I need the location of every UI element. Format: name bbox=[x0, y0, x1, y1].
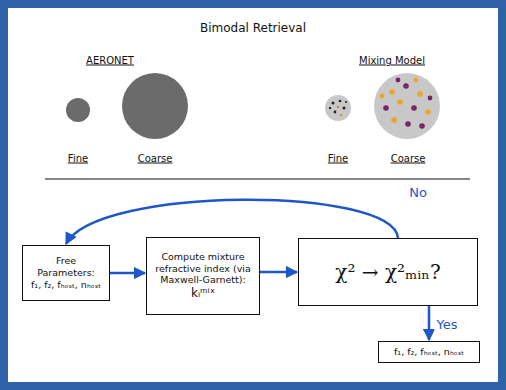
group-heading: Mixing Model bbox=[359, 55, 425, 66]
flow-arrow bbox=[110, 272, 145, 275]
box-text: Compute mixture refractive index (via Ma… bbox=[152, 251, 254, 287]
box-text: kᵢᵐⁱˣ bbox=[191, 286, 215, 301]
result-box: f₁, f₂, fₕₒₛₜ, nₕₒₛₜ bbox=[378, 341, 480, 363]
process-box: Free Parameters:f₁, f₂, fₕₒₛₜ, nₕₒₛₜ bbox=[22, 245, 110, 301]
process-box: Compute mixture refractive index (via Ma… bbox=[146, 237, 260, 315]
separator-line bbox=[45, 178, 470, 179]
flow-arrow bbox=[260, 271, 297, 274]
fine-particle bbox=[66, 98, 90, 122]
diagram-title: Bimodal Retrieval bbox=[200, 21, 306, 35]
group-heading: AERONET bbox=[86, 55, 134, 66]
coarse-mixed-particle bbox=[374, 73, 440, 139]
box-text: f₁, f₂, fₕₒₛₜ, nₕₒₛₜ bbox=[394, 346, 464, 358]
decision-box: χ² → χ²ₘᵢₙ? bbox=[298, 238, 478, 306]
box-text: χ² → χ²ₘᵢₙ? bbox=[335, 260, 440, 285]
coarse-particle bbox=[122, 73, 188, 139]
fine-mixed-particle bbox=[325, 95, 351, 121]
box-text: Free Parameters: bbox=[28, 255, 104, 279]
edge-label: Yes bbox=[435, 316, 460, 331]
particle-label: Fine bbox=[68, 153, 88, 164]
particle-label: Fine bbox=[328, 153, 348, 164]
particle-label: Coarse bbox=[391, 153, 426, 164]
edge-label: No bbox=[407, 185, 429, 200]
particle-label: Coarse bbox=[138, 153, 173, 164]
box-text: f₁, f₂, fₕₒₛₜ, nₕₒₛₜ bbox=[31, 279, 101, 291]
flow-arrow bbox=[428, 306, 431, 340]
